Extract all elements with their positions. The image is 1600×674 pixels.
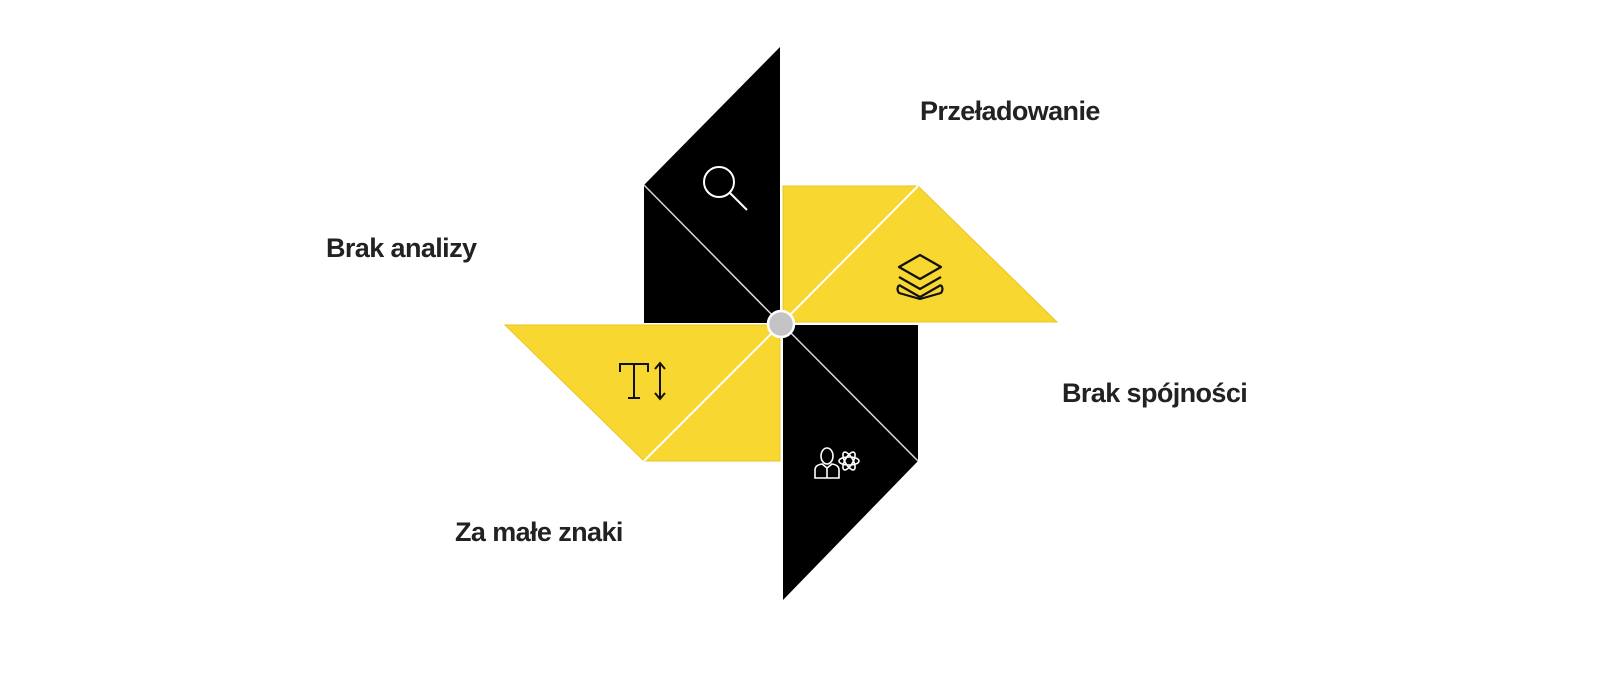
label-brak-spojnosci: Brak spójności [1062,378,1248,408]
blade-top [643,47,781,324]
label-brak-analizy: Brak analizy [326,233,477,263]
person-with-atom-icon [814,447,860,479]
stacked-layers-icon [896,253,944,301]
text-size-icon [619,361,666,401]
blade-bottom [782,324,919,600]
hub-circle [766,309,796,339]
label-przeladowanie: Przeładowanie [920,96,1100,126]
magnifying-glass-icon [703,166,748,211]
blade-left [503,324,781,462]
label-za-male-znaki: Za małe znaki [455,517,623,547]
